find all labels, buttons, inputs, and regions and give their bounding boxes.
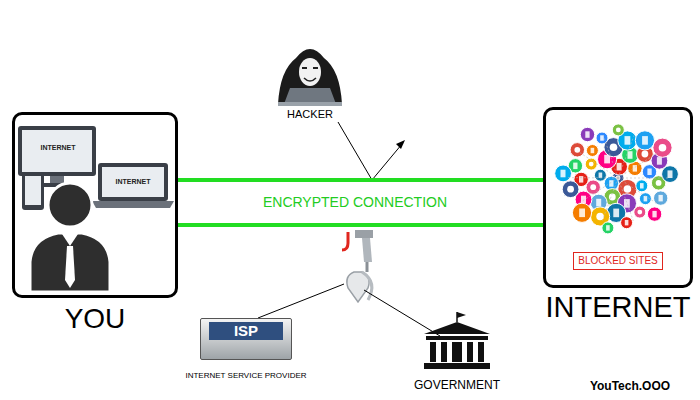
node-title: YOU xyxy=(65,303,126,335)
screen-text: INTERNET xyxy=(41,144,76,152)
social-icons xyxy=(555,124,679,234)
icon-glyph xyxy=(596,199,601,207)
actor-label: HACKER xyxy=(287,108,333,120)
icon-glyph xyxy=(668,170,673,178)
social-icon xyxy=(635,131,654,150)
icon-glyph xyxy=(596,213,604,221)
node-caption: INTERNET SERVICE PROVIDER xyxy=(185,371,306,380)
icon-glyph xyxy=(579,176,583,183)
social-icon xyxy=(602,222,614,234)
icon-glyph xyxy=(591,148,595,153)
icon-glyph xyxy=(657,157,662,165)
cloud-line xyxy=(603,135,618,178)
icon-glyph xyxy=(625,220,629,225)
icon-glyph xyxy=(573,163,577,170)
icon-glyph xyxy=(624,185,632,193)
icon-glyph xyxy=(585,131,589,138)
person-icon xyxy=(30,183,110,292)
icon-glyph xyxy=(617,163,622,171)
arrow-head xyxy=(396,140,405,149)
icon-glyph xyxy=(567,186,574,193)
cloud-line xyxy=(618,178,658,205)
hook-icon xyxy=(342,230,373,302)
cloud-line xyxy=(618,178,633,221)
social-icon xyxy=(647,207,661,221)
connection-line xyxy=(178,178,543,182)
cloud-line xyxy=(578,151,618,178)
social-icon xyxy=(580,127,594,141)
icon-glyph xyxy=(637,210,642,215)
social-icon xyxy=(636,180,648,192)
social-icon xyxy=(562,181,579,198)
icon-glyph xyxy=(642,136,648,145)
icon-glyph xyxy=(610,143,618,151)
social-icon xyxy=(555,165,572,182)
icon-glyph xyxy=(581,196,586,204)
cloud-line xyxy=(577,178,618,204)
social-icon xyxy=(621,217,633,229)
cloud-line xyxy=(568,177,618,178)
screen-text: INTERNET xyxy=(116,178,151,186)
social-icon xyxy=(654,191,668,205)
leader-line xyxy=(364,290,440,336)
government-icon xyxy=(424,312,490,369)
social-icon xyxy=(594,169,606,181)
icon-glyph xyxy=(590,184,596,190)
icon-glyph xyxy=(628,151,633,159)
actor-label: GOVERNMENT xyxy=(414,379,500,392)
node-title: ISP xyxy=(209,322,283,340)
icon-glyph xyxy=(609,194,616,201)
icon-glyph xyxy=(616,127,621,132)
icon-glyph xyxy=(606,225,610,230)
icon-glyph xyxy=(625,136,631,145)
cloud-line xyxy=(618,152,659,178)
isp-icon: ISPINTERNET SERVICE PROVIDER xyxy=(200,318,292,360)
icon-glyph xyxy=(579,209,585,218)
connection-line xyxy=(178,223,543,227)
icon-glyph xyxy=(561,170,566,178)
icon-glyph xyxy=(642,151,649,158)
icon-glyph xyxy=(640,183,644,188)
icon-glyph xyxy=(659,144,667,152)
social-icon xyxy=(586,145,598,157)
icon-glyph xyxy=(644,196,648,201)
watermark: YouTech.OOO xyxy=(590,380,670,393)
social-icon xyxy=(572,203,591,222)
social-icon xyxy=(612,124,624,136)
icon-glyph xyxy=(574,147,580,153)
devices-icon xyxy=(18,126,174,210)
icon-glyph xyxy=(599,173,603,178)
icon-glyph xyxy=(624,199,630,208)
node-title: BLOCKED SITES xyxy=(578,255,657,267)
icon-glyph xyxy=(613,209,619,218)
icon-glyph xyxy=(652,211,656,218)
cloud-line xyxy=(602,178,618,221)
icon-glyph xyxy=(656,180,662,186)
icon-glyph xyxy=(659,195,663,202)
cloud-line xyxy=(618,178,668,179)
icon-glyph xyxy=(589,162,594,167)
social-icon xyxy=(662,166,679,183)
icon-glyph xyxy=(647,169,651,176)
social-icon xyxy=(570,143,584,157)
social-icon xyxy=(596,132,608,144)
leader-line xyxy=(258,284,344,318)
intercept-line xyxy=(338,122,402,180)
hacker-icon xyxy=(278,49,342,106)
cloud-line xyxy=(618,135,634,178)
node-title: INTERNET xyxy=(546,291,691,324)
social-icon xyxy=(634,206,646,218)
region-box: INTERNETBLOCKED SITES xyxy=(543,107,693,288)
region-box: YOU xyxy=(12,112,178,298)
connection-label: ENCRYPTED CONNECTION xyxy=(263,195,447,210)
blocked-box: BLOCKED SITES xyxy=(573,252,662,270)
